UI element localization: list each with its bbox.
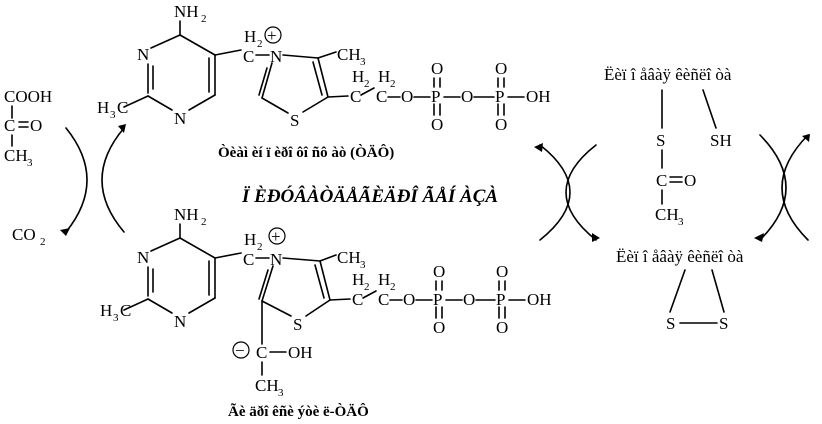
disulfide-s2: S	[719, 314, 728, 333]
htpp-ester-o: O	[403, 290, 415, 309]
right-reaction-arrows	[754, 134, 810, 242]
htpp-p2-oxo-top: O	[496, 262, 508, 281]
acetyl-oxygen: O	[684, 171, 696, 190]
htpp-thiazole-s: S	[293, 315, 302, 334]
acetyl-methyl-sub: 3	[678, 216, 684, 228]
tpp-thiazole-n: N	[270, 47, 282, 66]
htpp-p2-oxo-bottom: O	[496, 318, 508, 337]
htpp-methyl-h: H	[100, 301, 112, 320]
tpp-p2-oxo-bottom: O	[495, 115, 507, 134]
tpp-p1-oxo-bottom: O	[431, 115, 443, 134]
tpp-bridge-o: O	[461, 87, 473, 106]
enzyme-title: Ï ÈÐÓÂÀÒÄÅÃÈÄÐÎ ÃÅÍ ÀÇÀ	[241, 185, 498, 207]
tpp-ester-o: O	[401, 87, 413, 106]
tpp-bridge-c: C	[243, 47, 254, 66]
htpp-bridge-sub: 2	[257, 241, 263, 253]
left-reaction-arrows	[60, 124, 126, 236]
htpp-thiazole-n: N	[270, 250, 282, 269]
htpp-bridge-o: O	[463, 290, 475, 309]
tpp-amino: NH	[174, 2, 199, 21]
htpp-ethyl-methyl-sub: 3	[278, 387, 284, 399]
htpp-chain-c1: C	[352, 290, 363, 309]
tpp-phosphorus-2: P	[495, 87, 504, 106]
lipoamide-bottom-caption: Ëèï î åâàÿ êèñëî òà	[616, 247, 744, 266]
acetyl-lipoamide-structure: S SH C O CH 3	[655, 89, 732, 228]
tpp-thiazole-methyl: CH	[337, 45, 361, 64]
htpp-chain-h2-sub: 2	[390, 281, 396, 293]
htpp-thiazole-methyl-sub: 3	[360, 259, 366, 271]
htpp-methyl-c: C	[120, 301, 131, 320]
pyruvate-carbon: C	[4, 116, 15, 135]
disulfide-s1: S	[666, 314, 675, 333]
htpp-phosphorus-1: P	[433, 290, 442, 309]
tpp-chain-h2: H	[378, 67, 390, 86]
tpp-positive-charge	[264, 26, 282, 44]
htpp-p1-oxo-bottom: O	[433, 318, 445, 337]
acetyl-methyl: CH	[655, 205, 679, 224]
tpp-methyl-h: H	[97, 98, 109, 117]
hydroxyethyl-tpp-structure: NH 2 N N H 3 C H 2 C N + S CH 3	[100, 205, 552, 399]
htpp-phosphorus-2: P	[496, 290, 505, 309]
htpp-amino-sub: 2	[201, 216, 207, 228]
tpp-phosphorus-1: P	[431, 87, 440, 106]
tpp-bridge-h: H	[244, 27, 256, 46]
htpp-n3: N	[174, 312, 186, 331]
thioester-s: S	[656, 131, 665, 150]
middle-reaction-arrows	[534, 143, 600, 242]
tpp-n1: N	[137, 45, 149, 64]
htpp-positive-charge	[268, 227, 286, 245]
tpp-chain-h1-sub: 2	[364, 78, 370, 90]
htpp-n1: N	[137, 248, 149, 267]
htpp-thiazole-methyl: CH	[337, 248, 361, 267]
tpp-terminal-oh: OH	[526, 87, 551, 106]
tpp-methyl-c: C	[117, 98, 128, 117]
co2-label: CO 2	[12, 225, 46, 248]
tpp-p1-oxo-top: O	[431, 59, 443, 78]
tpp-chain-c1: C	[350, 87, 361, 106]
tpp-caption: Òèàì èí ï èðî ôî ñô àò (ÒÄÔ)	[218, 144, 394, 161]
tpp-chain-h1: H	[352, 67, 364, 86]
tpp-thiazole-s: S	[290, 111, 299, 130]
oxidized-lipoamide-structure: S S	[666, 269, 728, 333]
htpp-ethyl-methyl: CH	[255, 376, 279, 395]
tpp-thiazole-methyl-sub: 3	[360, 56, 366, 68]
htpp-hydroxyl: OH	[288, 343, 313, 362]
htpp-negative-charge	[232, 341, 250, 359]
hydroxyethyl-caption: Ãè äðî êñè ýòè ë-ÒÄÔ	[228, 402, 369, 420]
htpp-methyl-sub: 3	[113, 312, 119, 324]
htpp-chain-c2: C	[378, 290, 389, 309]
tpp-bridge-sub: 2	[257, 38, 263, 50]
pyruvate-methyl: CH	[4, 146, 28, 165]
pyruvate-oxygen: O	[30, 116, 42, 135]
htpp-chain-h1-sub: 2	[364, 281, 370, 293]
tpp-methyl-sub: 3	[110, 109, 116, 121]
thiol-sh: SH	[710, 131, 732, 150]
htpp-terminal-oh: OH	[527, 290, 552, 309]
tpp-plus-sign: +	[267, 26, 277, 45]
htpp-chain-h1: H	[352, 270, 364, 289]
htpp-minus-sign: −	[235, 341, 245, 360]
tpp-structure: NH 2 N N H 3 C H 2 C N + S	[97, 2, 551, 134]
tpp-n3: N	[174, 109, 186, 128]
htpp-carbanion-c: C	[256, 343, 267, 362]
cooh-label: COOH	[4, 87, 52, 106]
pyruvate-methyl-sub: 3	[27, 157, 33, 169]
htpp-plus-sign: +	[271, 227, 281, 246]
tpp-chain-c2: C	[376, 87, 387, 106]
lipoamide-top-caption: Ëèï î åâàÿ êèñëî òà	[604, 65, 732, 84]
acetyl-carbon: C	[656, 171, 667, 190]
pyruvate-structure: COOH C O CH 3	[4, 87, 52, 169]
htpp-chain-h2: H	[378, 270, 390, 289]
htpp-amino: NH	[174, 205, 199, 224]
co2-text: CO	[12, 225, 36, 244]
co2-sub: 2	[40, 236, 46, 248]
tpp-p2-oxo-top: O	[495, 59, 507, 78]
tpp-chain-h2-sub: 2	[390, 78, 396, 90]
htpp-bridge-c: C	[243, 250, 254, 269]
tpp-amino-sub: 2	[201, 13, 207, 25]
htpp-p1-oxo-top: O	[433, 262, 445, 281]
htpp-bridge-h: H	[244, 230, 256, 249]
